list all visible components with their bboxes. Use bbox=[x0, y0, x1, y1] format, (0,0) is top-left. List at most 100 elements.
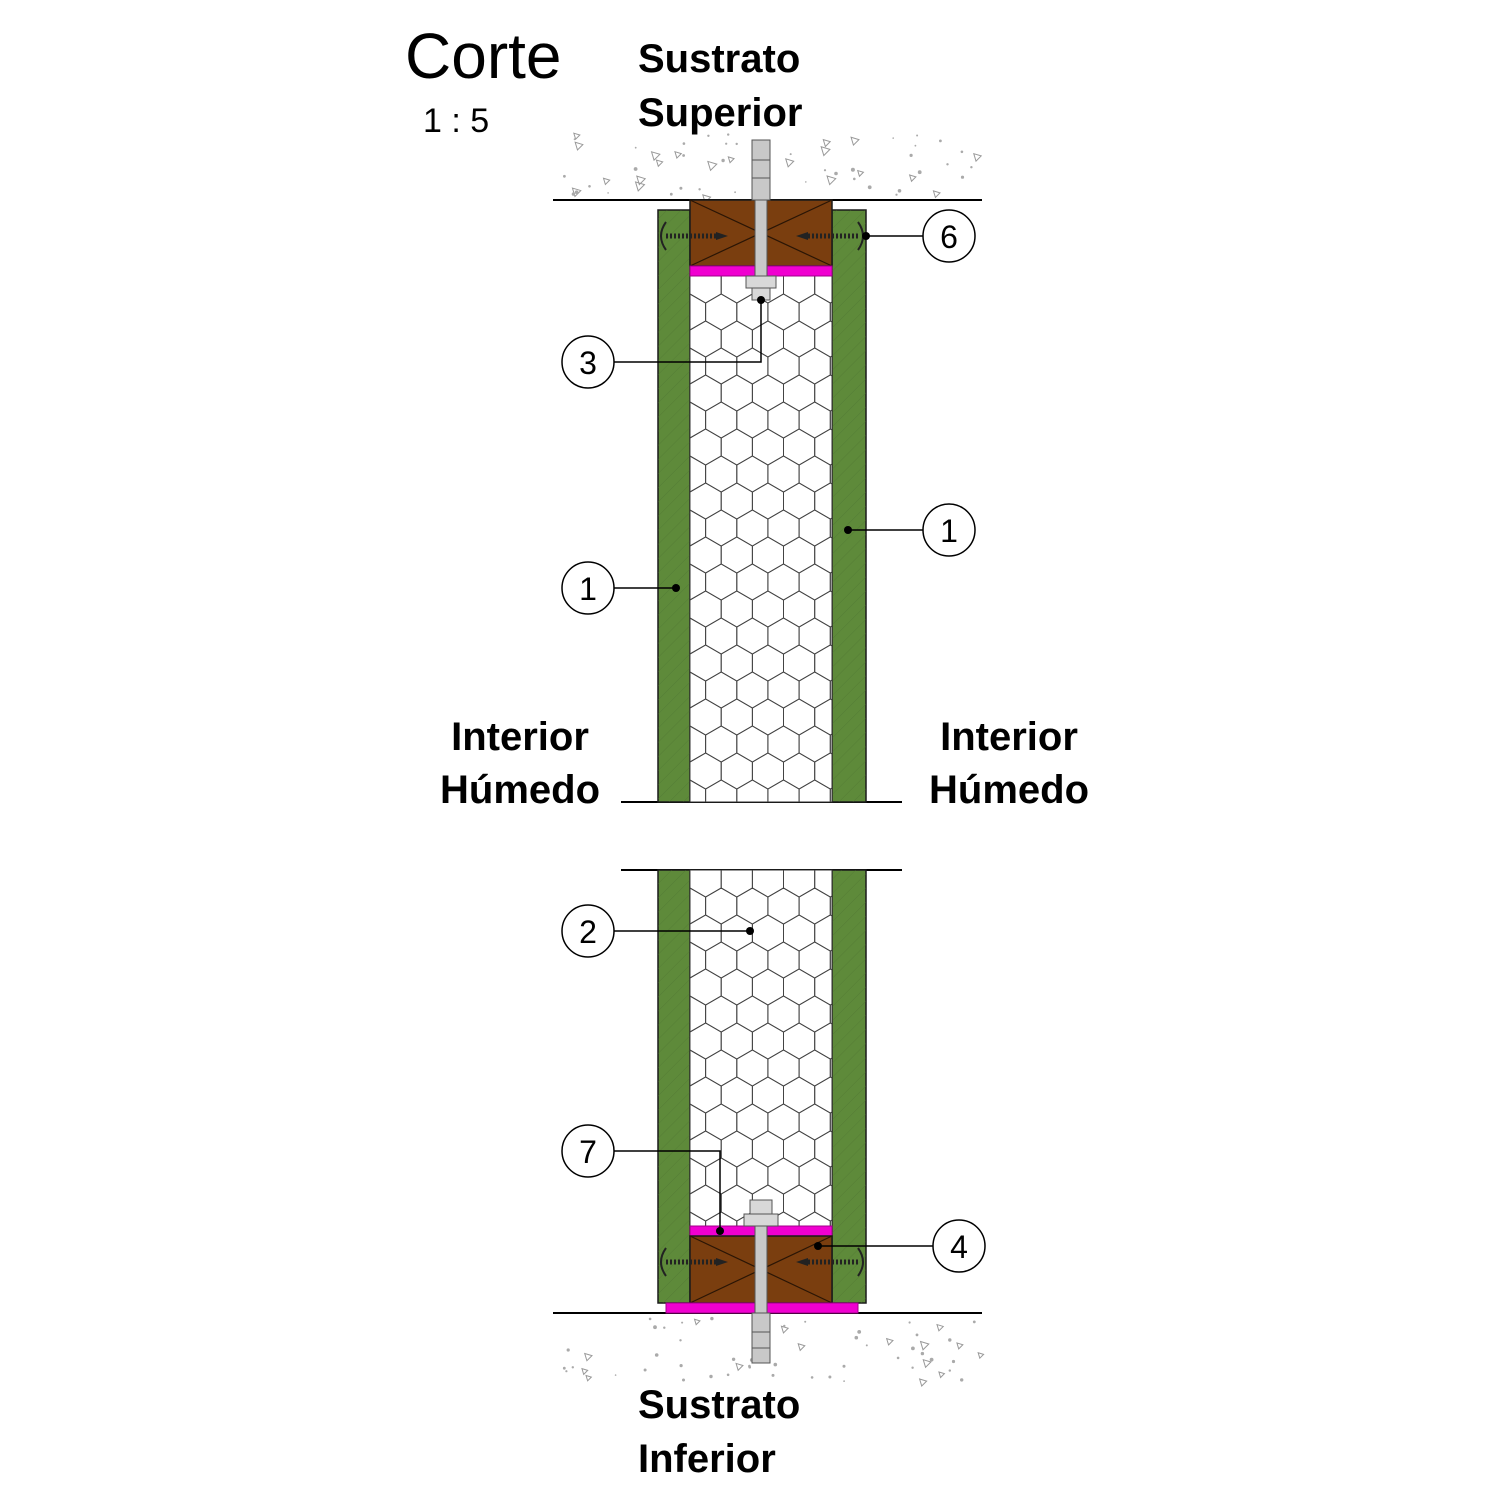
speckle-dot bbox=[915, 1333, 919, 1337]
speckle-dot bbox=[643, 1368, 647, 1372]
left-zone-label-1: Interior bbox=[451, 715, 589, 759]
speckle-dot bbox=[946, 163, 949, 166]
callout-1-left-number: 1 bbox=[579, 571, 597, 607]
speckle-dot bbox=[734, 191, 736, 194]
speckle-dot bbox=[867, 185, 872, 190]
speckle-dot bbox=[633, 167, 638, 171]
hex-cell bbox=[643, 834, 674, 870]
speckle-triangle bbox=[856, 169, 865, 178]
bottom-substrate-speckle bbox=[562, 1316, 985, 1387]
speckle-triangle bbox=[850, 136, 860, 147]
top-left-screw bbox=[660, 221, 728, 251]
speckle-dot bbox=[810, 1376, 814, 1379]
callout-6: 6 bbox=[862, 209, 976, 263]
hex-cell bbox=[782, 870, 785, 871]
speckle-dot bbox=[607, 192, 609, 194]
speckle-dot bbox=[970, 166, 973, 169]
speckle-triangle bbox=[780, 1325, 790, 1334]
speckle-triangle bbox=[571, 187, 582, 198]
speckle-dot bbox=[698, 188, 701, 191]
right-board-top-hatch bbox=[832, 210, 866, 802]
speckle-dot bbox=[805, 181, 807, 183]
drawing-title: Corte bbox=[405, 20, 562, 92]
speckle-dot bbox=[951, 1359, 956, 1364]
speckle-dot bbox=[563, 174, 566, 178]
speckle-dot bbox=[725, 142, 728, 145]
speckle-dot bbox=[735, 142, 738, 146]
speckle-dot bbox=[804, 1320, 807, 1323]
speckle-dot bbox=[834, 171, 838, 176]
top-substrate-label-1: Sustrato bbox=[638, 37, 800, 81]
top-anchor-rod bbox=[754, 199, 768, 287]
speckle-dot bbox=[654, 1353, 659, 1357]
speckle-dot bbox=[857, 1330, 862, 1334]
speckle-dot bbox=[721, 158, 725, 163]
speckle-dot bbox=[634, 146, 637, 149]
speckle-triangle bbox=[574, 141, 584, 151]
speckle-dot bbox=[731, 1357, 736, 1362]
speckle-dot bbox=[682, 1378, 685, 1382]
speckle-dot bbox=[911, 1366, 914, 1369]
speckle-triangle bbox=[674, 150, 683, 159]
speckle-dot bbox=[571, 1366, 574, 1369]
speckle-dot bbox=[960, 1378, 964, 1382]
speckle-dot bbox=[842, 1364, 846, 1368]
hex-cell bbox=[798, 779, 831, 802]
speckle-dot bbox=[948, 1338, 952, 1342]
hex-cell bbox=[767, 1211, 800, 1226]
speckle-triangle bbox=[707, 160, 718, 172]
speckle-triangle bbox=[581, 1367, 589, 1376]
right-zone-label-1: Interior bbox=[940, 715, 1078, 759]
speckle-dot bbox=[916, 134, 919, 137]
hex-cell bbox=[813, 870, 816, 871]
top-substrate-speckle bbox=[563, 132, 983, 204]
speckle-dot bbox=[648, 1317, 652, 1321]
hex-cell bbox=[690, 870, 692, 871]
speckle-dot bbox=[896, 1356, 900, 1360]
speckle-dot bbox=[748, 1364, 751, 1368]
speckle-triangle bbox=[922, 1358, 932, 1369]
hex-cell bbox=[798, 1211, 831, 1226]
speckle-triangle bbox=[908, 174, 917, 183]
left-board-bottom-hatch bbox=[658, 870, 690, 1303]
speckle-dot bbox=[679, 1364, 683, 1368]
speckle-triangle bbox=[602, 177, 611, 186]
hex-cell bbox=[767, 779, 800, 802]
speckle-dot bbox=[789, 153, 792, 156]
speckle-triangle bbox=[693, 1318, 701, 1326]
callout-3: 3 bbox=[561, 296, 765, 389]
speckle-dot bbox=[773, 1362, 778, 1367]
speckle-triangle bbox=[826, 175, 837, 186]
hex-cell bbox=[736, 779, 769, 802]
bottom-anchor-sleeve bbox=[751, 1312, 771, 1364]
speckle-dot bbox=[707, 134, 710, 137]
left-board-top-hatch bbox=[658, 210, 690, 802]
speckle-triangle bbox=[573, 132, 581, 141]
callout-4: 4 bbox=[814, 1219, 986, 1273]
callout-3-number: 3 bbox=[579, 345, 597, 381]
speckle-dot bbox=[972, 1320, 976, 1324]
speckle-dot bbox=[571, 192, 576, 196]
speckle-dot bbox=[892, 137, 894, 139]
speckle-dot bbox=[669, 192, 673, 196]
insulation-core-bottom bbox=[689, 869, 833, 1227]
speckle-dot bbox=[920, 1351, 925, 1356]
speckle-triangle bbox=[977, 1352, 985, 1360]
callout-1-right: 1 bbox=[844, 503, 976, 557]
top-substrate-label-2: Superior bbox=[638, 91, 802, 135]
insulation-core-top bbox=[689, 275, 833, 803]
speckle-dot bbox=[960, 175, 965, 179]
speckle-dot bbox=[914, 144, 917, 147]
speckle-triangle bbox=[650, 151, 661, 162]
bottom-substrate-label-1: Sustrato bbox=[638, 1383, 800, 1427]
hex-cell bbox=[705, 1211, 738, 1226]
speckle-dot bbox=[663, 1326, 666, 1329]
speckle-dot bbox=[573, 138, 576, 141]
speckle-dot bbox=[709, 1374, 713, 1379]
hex-core-bottom bbox=[643, 834, 832, 1226]
speckle-triangle bbox=[655, 159, 664, 168]
top-anchor-sleeve bbox=[751, 139, 771, 201]
speckle-dot bbox=[948, 1369, 951, 1372]
bottom-anchor-nut bbox=[743, 1213, 779, 1227]
speckle-dot bbox=[726, 1373, 730, 1377]
